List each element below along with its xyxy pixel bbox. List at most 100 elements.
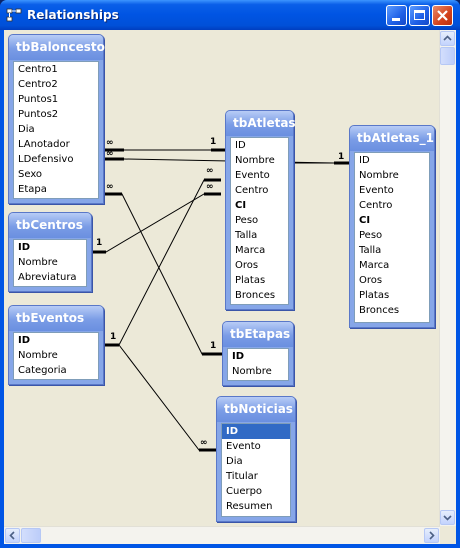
field-item[interactable]: Oros xyxy=(235,260,259,271)
table-title[interactable]: tbCentros xyxy=(9,213,91,238)
relationship-end xyxy=(104,157,349,165)
field-item[interactable]: LAnotador xyxy=(18,139,70,150)
scroll-right-button[interactable] xyxy=(424,528,439,543)
field-item[interactable]: ID xyxy=(232,351,245,362)
field-item[interactable]: Platas xyxy=(235,275,266,286)
minimize-icon xyxy=(392,18,400,21)
field-item[interactable]: Evento xyxy=(226,441,261,452)
field-item[interactable]: Marca xyxy=(359,260,390,271)
scroll-left-button[interactable] xyxy=(5,528,20,543)
vertical-scrollbar[interactable] xyxy=(439,30,456,526)
field-item[interactable]: Abreviatura xyxy=(18,272,77,283)
scroll-up-button[interactable] xyxy=(440,31,455,46)
field-item[interactable]: Dia xyxy=(18,124,35,135)
one-label: 1 xyxy=(110,332,116,342)
field-item[interactable]: Etapa xyxy=(18,184,47,195)
table-title[interactable]: tbBaloncesto xyxy=(9,35,105,60)
field-item[interactable]: Bronces xyxy=(235,290,276,301)
field-item[interactable]: ID xyxy=(235,140,246,151)
field-item[interactable]: CI xyxy=(235,200,247,211)
field-item[interactable]: Puntos1 xyxy=(18,94,59,105)
field-item[interactable]: LDefensivo xyxy=(18,154,74,165)
field-item[interactable]: Bronces xyxy=(359,305,400,316)
table-title[interactable]: tbEventos xyxy=(9,306,103,331)
vertical-scroll-thumb[interactable] xyxy=(440,47,455,65)
field-item[interactable]: Centro2 xyxy=(18,79,58,90)
up-arrow-icon xyxy=(443,35,452,41)
field-item[interactable]: Cuerpo xyxy=(226,486,263,497)
maximize-button[interactable] xyxy=(409,5,430,26)
minimize-button[interactable] xyxy=(386,5,407,26)
field-item[interactable]: Peso xyxy=(235,215,259,226)
table-title[interactable]: tbAtletas xyxy=(226,111,296,136)
one-label: 1 xyxy=(210,137,216,147)
field-item[interactable]: Centro xyxy=(235,185,269,196)
field-item[interactable]: Sexo xyxy=(18,169,43,180)
title-bar[interactable]: Relationships xyxy=(0,0,460,30)
field-item[interactable]: Evento xyxy=(235,170,270,181)
field-item[interactable]: Titular xyxy=(226,471,258,482)
field-item[interactable]: Categoria xyxy=(18,365,67,376)
field-item[interactable]: Talla xyxy=(359,245,382,256)
many-label: ∞ xyxy=(200,438,208,448)
field-item[interactable]: ID xyxy=(359,155,370,166)
field-item[interactable]: CI xyxy=(359,215,371,226)
table-title[interactable]: tbNoticias xyxy=(217,397,295,422)
field-item[interactable]: Resumen xyxy=(226,501,273,512)
field-item[interactable]: Marca xyxy=(235,245,266,256)
field-item[interactable]: Nombre xyxy=(235,155,275,166)
field-item[interactable]: Nombre xyxy=(18,350,58,361)
field-item[interactable]: Platas xyxy=(359,290,390,301)
field-item[interactable]: ID xyxy=(18,335,31,346)
field-item[interactable]: Nombre xyxy=(359,170,399,181)
down-arrow-icon xyxy=(443,515,452,521)
relationships-icon xyxy=(6,8,22,22)
field-item[interactable]: Centro1 xyxy=(18,64,58,75)
relationship-end xyxy=(92,192,221,254)
field-item[interactable]: Dia xyxy=(226,456,243,467)
one-label: 1 xyxy=(96,238,102,248)
many-label: ∞ xyxy=(106,149,114,159)
many-label: ∞ xyxy=(106,138,114,148)
relationship-line[interactable] xyxy=(92,193,221,253)
horizontal-scroll-thumb[interactable] xyxy=(21,528,41,543)
field-item[interactable]: ID xyxy=(222,424,290,439)
field-item[interactable]: Centro xyxy=(359,200,393,211)
horizontal-scrollbar[interactable] xyxy=(4,526,440,544)
many-label: ∞ xyxy=(206,182,214,192)
window-title: Relationships xyxy=(27,8,119,22)
field-item[interactable]: ID xyxy=(18,242,31,253)
many-label: ∞ xyxy=(106,182,114,192)
relationship-line[interactable] xyxy=(118,344,216,451)
field-item[interactable]: Evento xyxy=(359,185,394,196)
table-title[interactable]: tbEtapas xyxy=(223,322,293,347)
field-item[interactable]: Peso xyxy=(359,230,383,241)
scroll-down-button[interactable] xyxy=(440,510,455,525)
table-title[interactable]: tbAtletas_1 xyxy=(350,126,434,151)
field-item[interactable]: Talla xyxy=(235,230,258,241)
field-item[interactable]: Oros xyxy=(359,275,383,286)
field-item[interactable]: Nombre xyxy=(18,257,58,268)
relationship-line[interactable] xyxy=(104,179,221,346)
field-list[interactable]: ID Nombre xyxy=(227,348,289,381)
field-item[interactable]: Nombre xyxy=(232,366,272,377)
scrollbar-corner xyxy=(440,527,456,544)
left-arrow-icon xyxy=(9,531,15,540)
relationship-lines: ∞ ∞ ∞ 1 1 1 1 1 ∞ ∞ ∞ xyxy=(92,137,349,452)
field-item[interactable]: Puntos2 xyxy=(18,109,59,120)
close-button[interactable] xyxy=(432,5,453,26)
